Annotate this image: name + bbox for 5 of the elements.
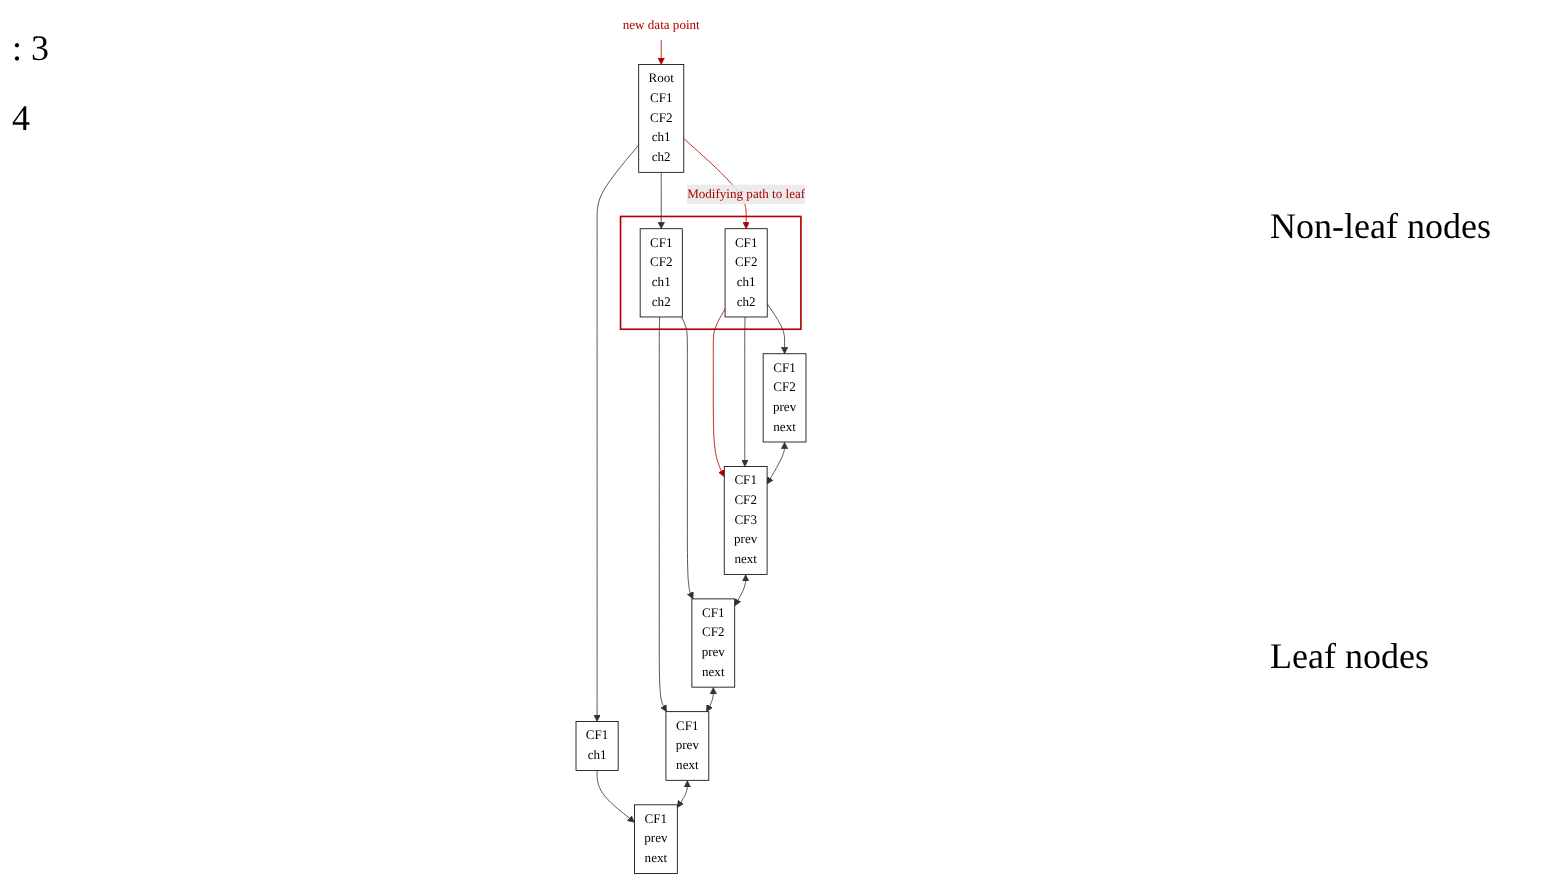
note-text: Leaf nodes bbox=[1270, 636, 1431, 678]
note-text: 4 bbox=[12, 98, 32, 140]
note-text: : 3 bbox=[12, 28, 52, 70]
cluster bbox=[619, 215, 802, 331]
note-text: Non-leaf nodes bbox=[1270, 206, 1493, 248]
